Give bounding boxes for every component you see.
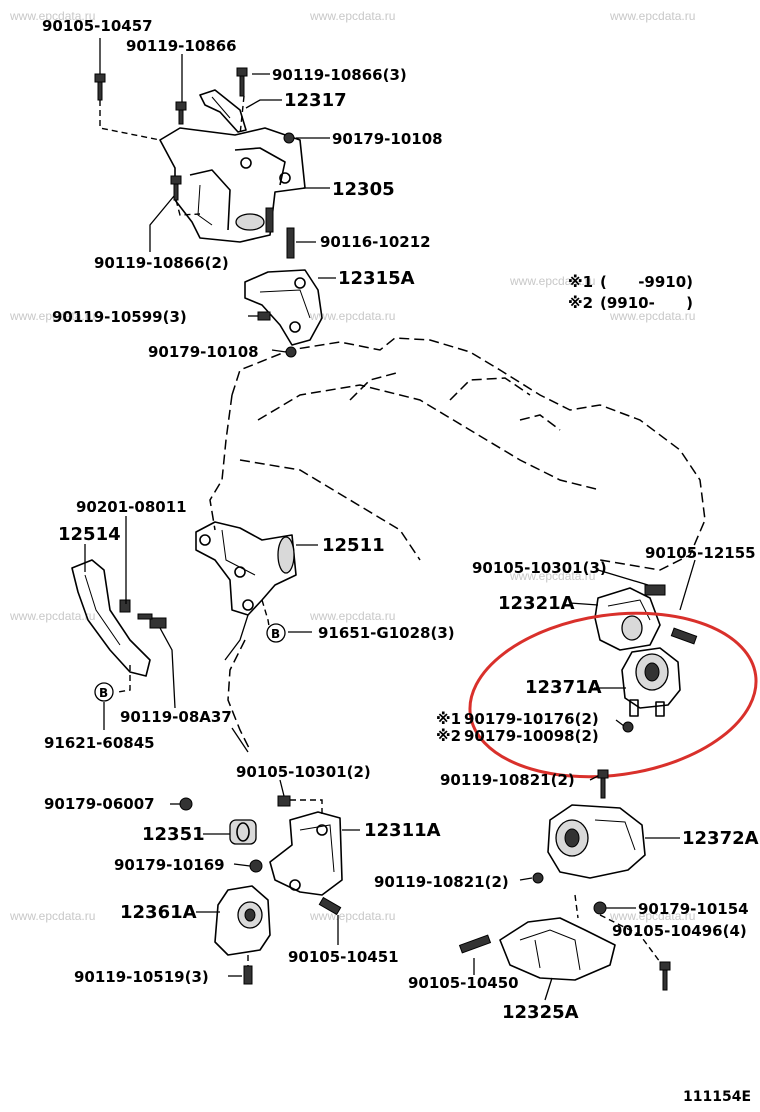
label-90105-10450: 90105-10450 xyxy=(408,974,519,992)
watermark: www.epcdata.ru xyxy=(309,9,395,23)
watermark: www.epcdata.ru xyxy=(9,609,95,623)
engine-outline xyxy=(209,337,706,751)
label-90179-10098-2: 90179-10098(2) xyxy=(464,727,599,745)
mount-12321a xyxy=(594,584,698,651)
label-90179-10154: 90179-10154 xyxy=(638,900,749,918)
watermark: www.epcdata.ru xyxy=(609,309,695,323)
mount-12371a xyxy=(621,647,681,733)
label-12305: 12305 xyxy=(332,179,395,200)
label-90179-10176-2: 90179-10176(2) xyxy=(464,710,599,728)
watermark: www.epcdata.ru xyxy=(9,9,95,23)
label-90119-10599-3: 90119-10599(3) xyxy=(52,308,187,326)
label-90105-10457: 90105-10457 xyxy=(42,17,153,35)
marker-b-label: B xyxy=(271,627,280,641)
label-12361a: 12361A xyxy=(120,902,197,923)
mount-12361a xyxy=(214,885,271,985)
label-90105-12155: 90105-12155 xyxy=(645,544,756,562)
label-12372a: 12372A xyxy=(682,828,759,849)
watermark: www.epcdata.ru xyxy=(509,274,595,288)
label-90105-10451: 90105-10451 xyxy=(288,948,399,966)
legend-range-2: (9910- ) xyxy=(600,294,693,312)
part-labels: 90105-10457 90119-10866 90119-10866(3) 1… xyxy=(42,17,759,1023)
label-12311a: 12311A xyxy=(364,820,441,841)
watermark: www.epcdata.ru xyxy=(309,909,395,923)
watermark: www.epcdata.ru xyxy=(609,9,695,23)
mount-12372a xyxy=(532,769,646,915)
label-12317: 12317 xyxy=(284,90,347,111)
mark-1: ※1 xyxy=(436,710,461,728)
bracket-12514 xyxy=(71,559,167,693)
legend-mark-1: ※1 xyxy=(568,273,593,291)
highlight-circle xyxy=(468,611,758,779)
label-12321a: 12321A xyxy=(498,593,575,614)
leader-lines xyxy=(84,38,696,1001)
legend: ※1 ( -9910) ※2 (9910- ) xyxy=(568,273,693,312)
legend-range-1: ( -9910) xyxy=(600,273,693,291)
label-12514: 12514 xyxy=(58,524,121,545)
marker-b-2: B xyxy=(94,682,114,702)
label-90119-10519-3: 90119-10519(3) xyxy=(74,968,209,986)
label-90119-10866-3: 90119-10866(3) xyxy=(272,66,407,84)
figure-id: 111154E xyxy=(683,1089,751,1105)
label-12325a: 12325A xyxy=(502,1002,579,1023)
watermark: www.epcdata.ru xyxy=(509,569,595,583)
watermarks: www.epcdata.ru www.epcdata.ru www.epcdat… xyxy=(9,9,695,923)
label-90179-10108: 90179-10108 xyxy=(148,343,259,361)
label-90105-10301-2: 90105-10301(2) xyxy=(236,763,371,781)
label-90179-10108-top: 90179-10108 xyxy=(332,130,443,148)
watermark: www.epcdata.ru xyxy=(309,609,395,623)
label-12351: 12351 xyxy=(142,824,205,845)
marker-b-label: B xyxy=(99,686,108,700)
label-90179-06007: 90179-06007 xyxy=(44,795,155,813)
bracket-12511 xyxy=(195,521,297,633)
label-90201-08011: 90201-08011 xyxy=(76,498,187,516)
bracket-12311a xyxy=(269,795,343,916)
watermark: www.epcdata.ru xyxy=(9,309,95,323)
label-90119-10866: 90119-10866 xyxy=(126,37,237,55)
top-bolts xyxy=(94,67,295,259)
mark-2: ※2 xyxy=(436,727,461,745)
watermark: www.epcdata.ru xyxy=(309,309,395,323)
label-90116-10212: 90116-10212 xyxy=(320,233,431,251)
mount-bracket-12305 xyxy=(159,89,306,243)
label-12315a: 12315A xyxy=(338,268,415,289)
marker-b-1: B xyxy=(266,623,286,643)
label-12371a: 12371A xyxy=(525,677,602,698)
label-90105-10301-3: 90105-10301(3) xyxy=(472,559,607,577)
bracket-12325a xyxy=(458,894,671,991)
legend-mark-2: ※2 xyxy=(568,294,593,312)
label-90119-08a37: 90119-08A37 xyxy=(120,708,232,726)
label-12511: 12511 xyxy=(322,535,385,556)
watermark: www.epcdata.ru xyxy=(609,909,695,923)
label-90179-10169: 90179-10169 xyxy=(114,856,225,874)
label-91621-60845: 91621-60845 xyxy=(44,734,155,752)
label-91651-g1028-3: 91651-G1028(3) xyxy=(318,624,455,642)
label-90105-10496-4: 90105-10496(4) xyxy=(612,922,747,940)
watermark: www.epcdata.ru xyxy=(9,909,95,923)
label-90119-10866-2: 90119-10866(2) xyxy=(94,254,229,272)
label-90119-10821-2: 90119-10821(2) xyxy=(374,873,509,891)
label-90119-10821-2-top: 90119-10821(2) xyxy=(440,771,575,789)
